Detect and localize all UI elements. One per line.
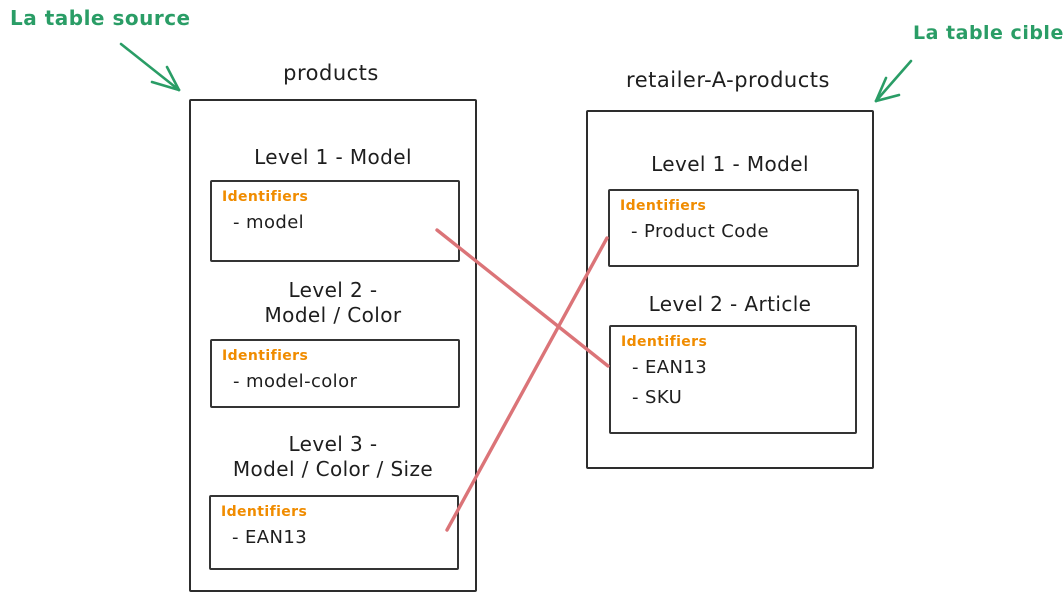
target-level1-heading: Level 1 - Model bbox=[588, 152, 872, 177]
target-level2-heading: Level 2 - Article bbox=[588, 292, 872, 317]
identifiers-label: Identifiers bbox=[221, 504, 308, 520]
target-table-title: retailer-A-products bbox=[626, 68, 830, 92]
identifier-item: - Product Code bbox=[631, 221, 769, 242]
target-annotation-arrow bbox=[874, 59, 913, 103]
identifiers-label: Identifiers bbox=[620, 198, 707, 214]
source-level1-heading: Level 1 - Model bbox=[191, 145, 475, 170]
heading-line: Level 2 - Article bbox=[648, 292, 812, 316]
source-annotation-arrow bbox=[119, 42, 181, 92]
source-table-title: products bbox=[283, 61, 379, 85]
heading-line: Level 3 - bbox=[288, 432, 378, 456]
target-table-box: Level 1 - Model Identifiers - Product Co… bbox=[586, 110, 874, 469]
heading-line: Model / Color bbox=[264, 303, 402, 327]
target-level2-identifiers-box: Identifiers - EAN13 - SKU bbox=[609, 325, 857, 434]
identifier-item: - EAN13 bbox=[232, 527, 308, 548]
heading-line: Level 1 - Model bbox=[254, 145, 412, 169]
source-level2-heading: Level 2 - Model / Color bbox=[191, 278, 475, 328]
source-table-box: Level 1 - Model Identifiers - model Leve… bbox=[189, 99, 477, 592]
identifiers-label: Identifiers bbox=[222, 189, 309, 205]
identifier-item: - EAN13 bbox=[632, 357, 708, 378]
identifier-item: - model bbox=[233, 212, 305, 233]
identifier-item: - SKU bbox=[632, 387, 683, 408]
heading-line: Level 1 - Model bbox=[651, 152, 809, 176]
target-level1-identifiers-box: Identifiers - Product Code bbox=[608, 189, 859, 267]
identifiers-label: Identifiers bbox=[621, 334, 708, 350]
target-table-annotation: La table cible bbox=[913, 22, 1063, 44]
source-level3-identifiers-box: Identifiers - EAN13 bbox=[209, 495, 459, 570]
source-level1-identifiers-box: Identifiers - model bbox=[210, 180, 460, 262]
heading-line: Level 2 - bbox=[288, 278, 378, 302]
source-level2-identifiers-box: Identifiers - model-color bbox=[210, 339, 460, 408]
heading-line: Model / Color / Size bbox=[232, 457, 434, 481]
identifiers-label: Identifiers bbox=[222, 348, 309, 364]
source-table-annotation: La table source bbox=[10, 6, 191, 30]
source-level3-heading: Level 3 - Model / Color / Size bbox=[191, 432, 475, 482]
identifier-item: - model-color bbox=[233, 371, 358, 392]
